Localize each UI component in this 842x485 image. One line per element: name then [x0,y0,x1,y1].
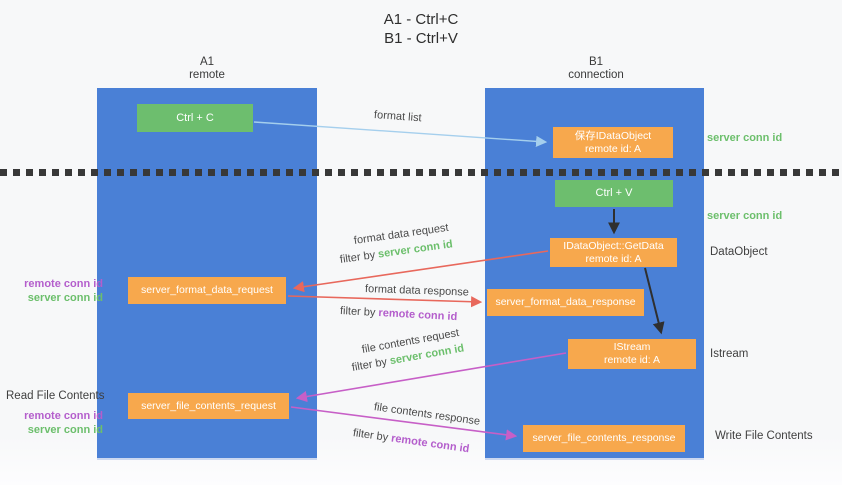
node-server-format-data-request: server_format_data_request [128,277,286,304]
edge-label-format-data-response: format data response [364,283,470,299]
node-istream-line2: remote id: A [603,354,661,366]
annotation-conn-ids-file: remote conn id server conn id [8,409,103,437]
filter-prefix: filter by [339,248,379,266]
node-save-idataobject: 保存IDataObject remote id: A [553,127,673,158]
node-ctrl-v: Ctrl + V [555,180,673,207]
annotation-server-conn-id-1: server conn id [27,292,103,304]
node-server-file-contents-response: server_file_contents_response [523,425,685,452]
node-server-file-contents-request: server_file_contents_request [128,393,289,419]
filter-prefix: filter by [350,355,391,374]
node-fileresp-label: server_file_contents_response [532,432,676,444]
node-getdata-line1: IDataObject::GetData [563,239,664,252]
filter-key-remote-conn-id: remote conn id [390,432,471,456]
node-getdata-line2: remote id: A [585,252,642,265]
annotation-read-file-contents: Read File Contents [6,390,105,402]
lane-header-left: A1 remote [127,56,287,82]
lane-header-right: B1 connection [516,56,676,82]
title-line-2: B1 - Ctrl+V [384,30,458,47]
diagram-title: A1 - Ctrl+C B1 - Ctrl+V [280,10,562,48]
node-istream-line1: IStream [613,341,651,353]
node-fmtresp-label: server_format_data_response [495,296,636,308]
node-filereq-label: server_file_contents_request [141,399,276,412]
node-save-line2: remote id: A [584,142,642,155]
node-istream: IStream remote id: A [568,339,696,369]
annotation-remote-conn-id-2: remote conn id [24,410,103,422]
edge-label-format-data-response-filter: filter by remote conn id [340,305,458,323]
annotation-dataobject: DataObject [710,246,768,258]
annotation-istream: Istream [710,348,749,360]
filter-prefix: filter by [339,305,379,320]
node-server-format-data-response: server_format_data_response [487,289,644,316]
title-line-1: A1 - Ctrl+C [383,11,459,28]
node-idataobject-getdata: IDataObject::GetData remote id: A [550,238,677,267]
annotation-remote-conn-id-1: remote conn id [24,278,103,290]
dashed-divider [0,169,842,176]
lane-left-title: A1 [199,56,215,68]
node-ctrl-c-label: Ctrl + C [176,111,214,124]
edge-label-file-contents-response-filter: filter by remote conn id [352,427,470,455]
node-ctrl-c: Ctrl + C [137,104,253,132]
annotation-server-conn-id-top: server conn id [707,132,783,144]
annotation-write-file-contents: Write File Contents [715,430,813,442]
lane-right-subtitle: connection [568,69,624,81]
node-save-line1: 保存IDataObject [574,129,652,142]
edge-label-file-contents-response: file contents response [373,401,481,428]
edge-label-format-list: format list [373,109,422,125]
annotation-conn-ids-format: remote conn id server conn id [8,277,103,305]
annotation-server-conn-id-mid: server conn id [707,210,783,222]
annotation-server-conn-id-2: server conn id [27,424,103,436]
filter-prefix: filter by [352,427,392,445]
node-fmtreq-label: server_format_data_request [141,284,273,296]
node-ctrl-v-label: Ctrl + V [595,187,633,199]
filter-key-remote-conn-id: remote conn id [378,307,458,324]
lane-left-subtitle: remote [189,69,225,81]
lane-right-title: B1 [588,56,604,68]
